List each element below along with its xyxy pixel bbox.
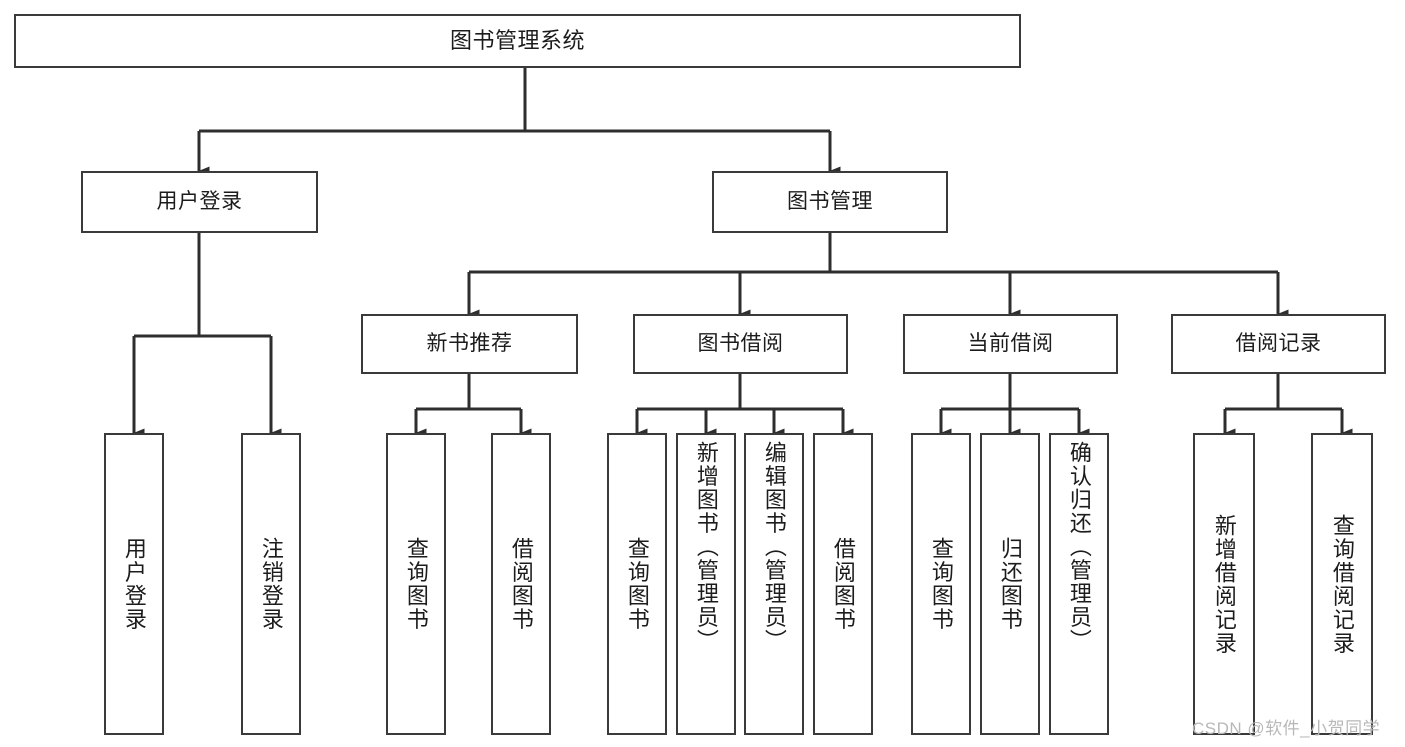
node-book-management[interactable]: 图书管理 <box>712 171 948 233</box>
node-leaf-confirm-return[interactable]: 确认归还（管理员） <box>1049 433 1109 735</box>
node-label: 图书管理 <box>787 189 873 213</box>
node-label: 用户登录 <box>156 189 243 213</box>
node-root-book-management-system[interactable]: 图书管理系统 <box>14 14 1021 68</box>
node-leaf-user-login[interactable]: 用户登录 <box>104 433 164 735</box>
node-book-borrow[interactable]: 图书借阅 <box>633 314 848 374</box>
node-label: 确认归还（管理员） <box>1066 441 1092 653</box>
node-leaf-user-logout[interactable]: 注销登录 <box>241 433 301 735</box>
node-leaf-add-record[interactable]: 新增借阅记录 <box>1193 433 1255 735</box>
node-label: 借阅记录 <box>1235 331 1322 355</box>
node-new-book-recommend[interactable]: 新书推荐 <box>361 314 578 374</box>
node-label: 用户登录 <box>121 537 147 631</box>
node-leaf-add-book[interactable]: 新增图书（管理员） <box>676 433 736 735</box>
node-current-borrow[interactable]: 当前借阅 <box>903 314 1118 374</box>
node-label: 借阅图书 <box>508 537 534 631</box>
node-label: 查询图书 <box>928 537 954 631</box>
node-leaf-query-book-3[interactable]: 查询图书 <box>911 433 971 735</box>
node-borrow-record[interactable]: 借阅记录 <box>1171 314 1386 374</box>
node-label: 图书管理系统 <box>449 28 585 54</box>
node-label: 查询图书 <box>403 537 429 631</box>
node-leaf-query-book-2[interactable]: 查询图书 <box>607 433 667 735</box>
node-label: 新增图书（管理员） <box>693 441 719 653</box>
node-label: 借阅图书 <box>830 537 856 631</box>
node-leaf-borrow-book-2[interactable]: 借阅图书 <box>813 433 873 735</box>
node-leaf-query-book-1[interactable]: 查询图书 <box>386 433 446 735</box>
node-label: 查询图书 <box>624 537 650 631</box>
node-label: 新书推荐 <box>426 331 513 355</box>
node-label: 图书借阅 <box>697 331 784 355</box>
node-user-login[interactable]: 用户登录 <box>81 171 318 233</box>
node-label: 归还图书 <box>997 537 1023 631</box>
node-leaf-return-book[interactable]: 归还图书 <box>980 433 1040 735</box>
node-label: 编辑图书（管理员） <box>761 441 787 653</box>
node-leaf-edit-book[interactable]: 编辑图书（管理员） <box>744 433 804 735</box>
node-leaf-query-record[interactable]: 查询借阅记录 <box>1311 433 1373 735</box>
node-leaf-borrow-book-1[interactable]: 借阅图书 <box>491 433 551 735</box>
csdn-watermark: CSDN @软件_小贺同学 <box>1192 719 1381 738</box>
node-label: 注销登录 <box>258 537 284 631</box>
node-label: 当前借阅 <box>967 331 1054 355</box>
node-label: 新增借阅记录 <box>1211 513 1237 655</box>
node-label: 查询借阅记录 <box>1329 513 1355 655</box>
